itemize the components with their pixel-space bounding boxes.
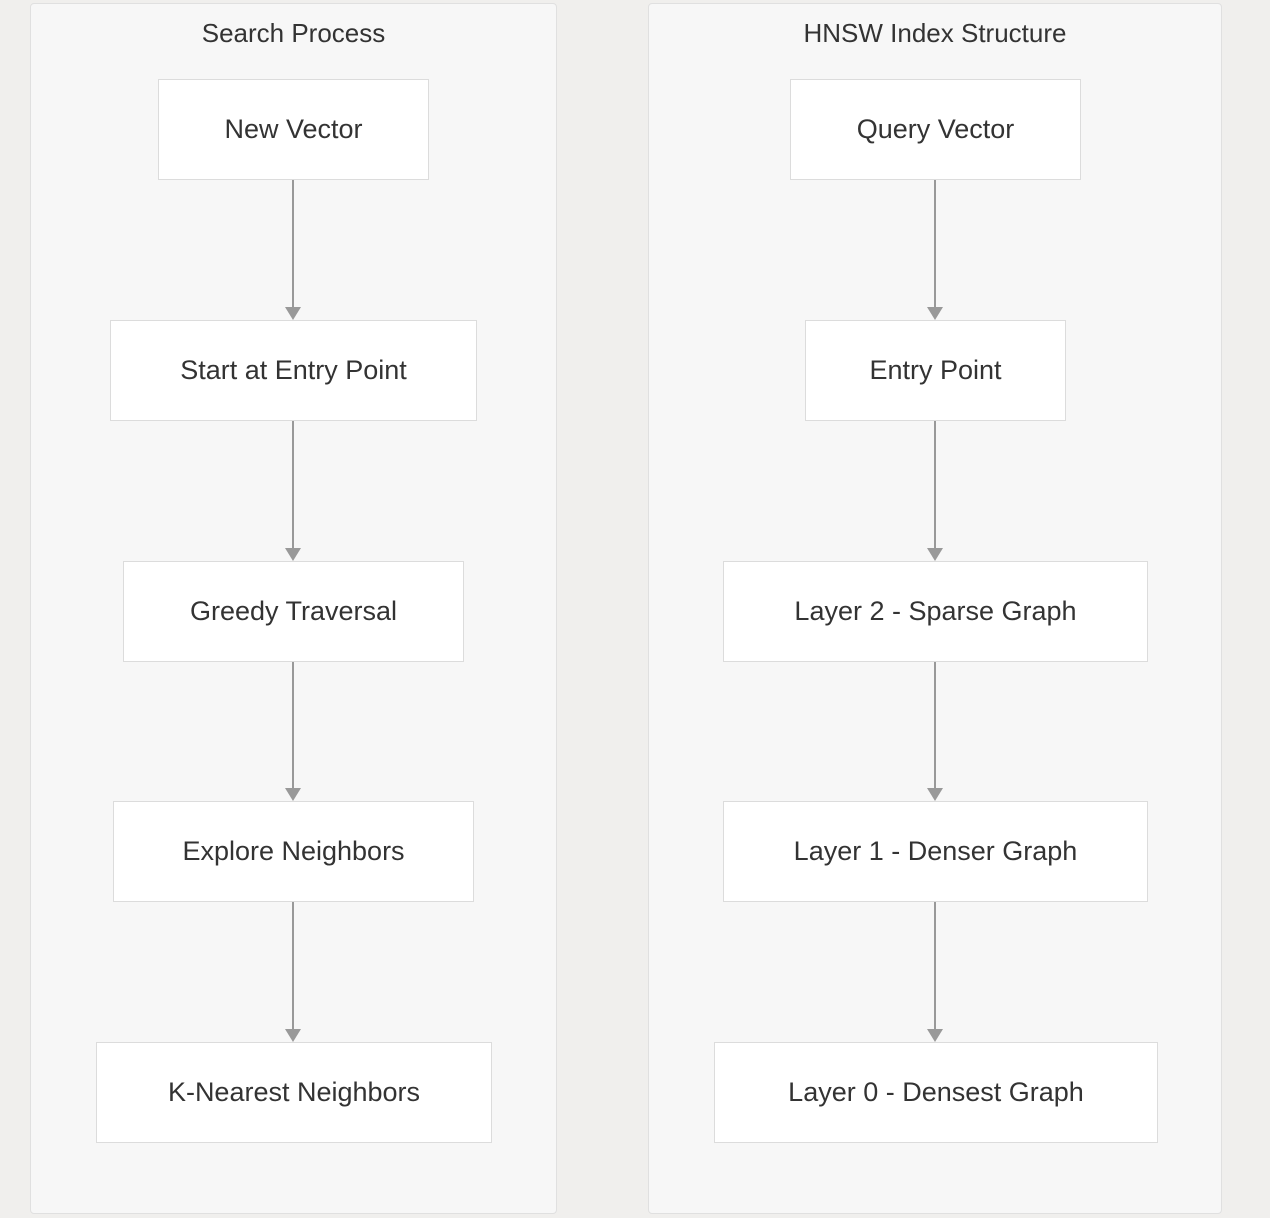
node-label: Layer 1 - Denser Graph [793, 836, 1078, 867]
node-query-vector[interactable]: Query Vector [790, 79, 1081, 180]
node-layer-1-denser-graph[interactable]: Layer 1 - Denser Graph [723, 801, 1148, 902]
node-layer-2-sparse-graph[interactable]: Layer 2 - Sparse Graph [723, 561, 1148, 662]
node-label: New Vector [224, 114, 363, 145]
node-label: Query Vector [856, 114, 1015, 145]
node-entry-point[interactable]: Entry Point [805, 320, 1066, 421]
node-label: Start at Entry Point [180, 355, 407, 386]
node-label: Layer 0 - Densest Graph [788, 1077, 1084, 1108]
node-greedy-traversal[interactable]: Greedy Traversal [123, 561, 464, 662]
node-layer-0-densest-graph[interactable]: Layer 0 - Densest Graph [714, 1042, 1158, 1143]
node-label: Layer 2 - Sparse Graph [794, 596, 1077, 627]
panel-title-hnsw-index-structure: HNSW Index Structure [803, 18, 1067, 48]
node-label: Explore Neighbors [182, 836, 405, 867]
node-new-vector[interactable]: New Vector [158, 79, 429, 180]
node-label: Greedy Traversal [189, 596, 398, 627]
node-k-nearest-neighbors[interactable]: K-Nearest Neighbors [96, 1042, 492, 1143]
panel-title-search-process: Search Process [201, 18, 386, 48]
node-label: K-Nearest Neighbors [167, 1077, 421, 1108]
node-start-at-entry-point[interactable]: Start at Entry Point [110, 320, 477, 421]
node-explore-neighbors[interactable]: Explore Neighbors [113, 801, 474, 902]
node-label: Entry Point [869, 355, 1002, 386]
